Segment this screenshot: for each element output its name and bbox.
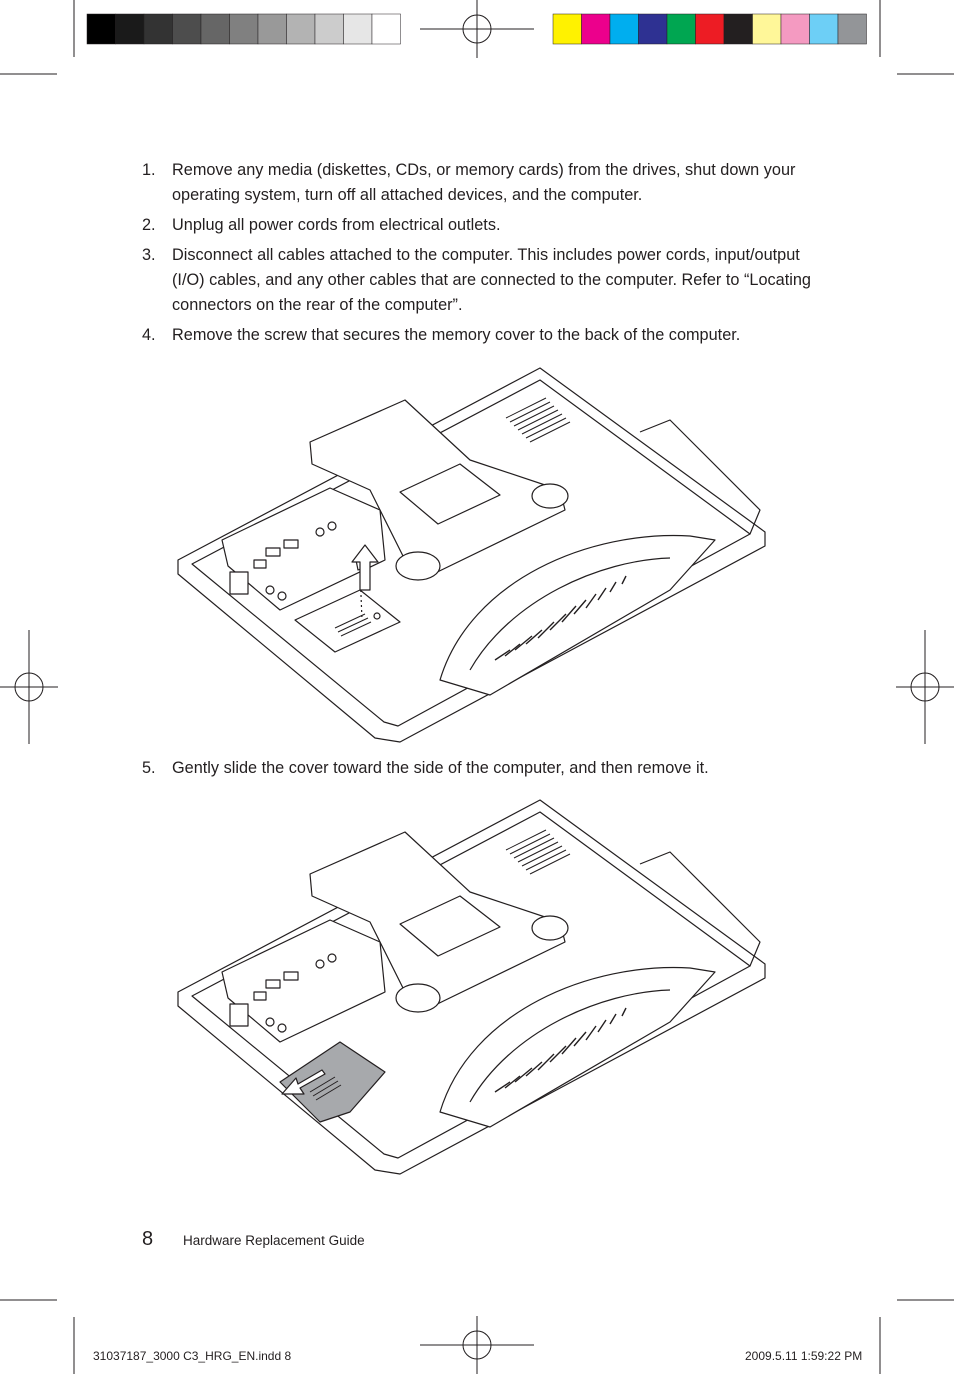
slide-cover-illustration xyxy=(177,799,766,1175)
color-swatch xyxy=(200,13,230,45)
step-text: Remove the screw that secures the memory… xyxy=(172,326,741,344)
color-swatch xyxy=(343,13,373,45)
color-swatch xyxy=(143,13,173,45)
color-swatch xyxy=(752,13,782,45)
color-swatch xyxy=(552,13,582,45)
registration-target-right xyxy=(896,630,954,744)
color-swatch xyxy=(638,13,668,45)
color-bar xyxy=(552,13,867,45)
color-swatch xyxy=(837,13,867,45)
step-text: Remove any media (diskettes, CDs, or mem… xyxy=(172,161,796,204)
step-text: Unplug all power cords from electrical o… xyxy=(172,216,501,234)
color-swatch xyxy=(257,13,287,45)
color-swatch xyxy=(314,13,344,45)
step-item: 2. Unplug all power cords from electrica… xyxy=(142,213,822,238)
step-text: Gently slide the cover toward the side o… xyxy=(172,759,709,777)
remove-screw-illustration xyxy=(177,367,766,743)
color-swatch xyxy=(581,13,611,45)
color-swatch xyxy=(286,13,316,45)
registration-target-left xyxy=(0,630,58,744)
slug-timestamp: 2009.5.11 1:59:22 PM xyxy=(745,1349,863,1363)
color-swatch xyxy=(780,13,810,45)
registration-target-top xyxy=(420,0,534,58)
color-swatch xyxy=(371,13,401,45)
color-swatch xyxy=(609,13,639,45)
step-item: 1. Remove any media (diskettes, CDs, or … xyxy=(142,158,822,208)
grayscale-bar xyxy=(86,13,401,45)
step-number: 5. xyxy=(142,759,156,777)
instruction-list: 1. Remove any media (diskettes, CDs, or … xyxy=(142,158,822,353)
page-number: 8 xyxy=(142,1228,154,1250)
color-swatch xyxy=(723,13,753,45)
step-text: Disconnect all cables attached to the co… xyxy=(172,246,811,314)
color-swatch xyxy=(229,13,259,45)
color-swatch xyxy=(695,13,725,45)
color-swatch xyxy=(115,13,145,45)
step-item: 4. Remove the screw that secures the mem… xyxy=(142,323,822,348)
slug-filename: 31037187_3000 C3_HRG_EN.indd 8 xyxy=(93,1349,292,1363)
color-swatch xyxy=(666,13,696,45)
color-swatch xyxy=(809,13,839,45)
arrow-up-icon xyxy=(351,544,379,591)
step-number: 4. xyxy=(142,326,156,344)
arrow-left-icon xyxy=(281,1069,326,1095)
step-number: 1. xyxy=(142,161,156,179)
guide-title: Hardware Replacement Guide xyxy=(183,1233,365,1248)
registration-target-bottom xyxy=(420,1316,534,1374)
color-swatch xyxy=(172,13,202,45)
step-item: 3. Disconnect all cables attached to the… xyxy=(142,243,822,318)
color-swatch xyxy=(86,13,116,45)
step-number: 2. xyxy=(142,216,156,234)
step-number: 3. xyxy=(142,246,156,264)
step-item: 5. Gently slide the cover toward the sid… xyxy=(142,756,822,781)
